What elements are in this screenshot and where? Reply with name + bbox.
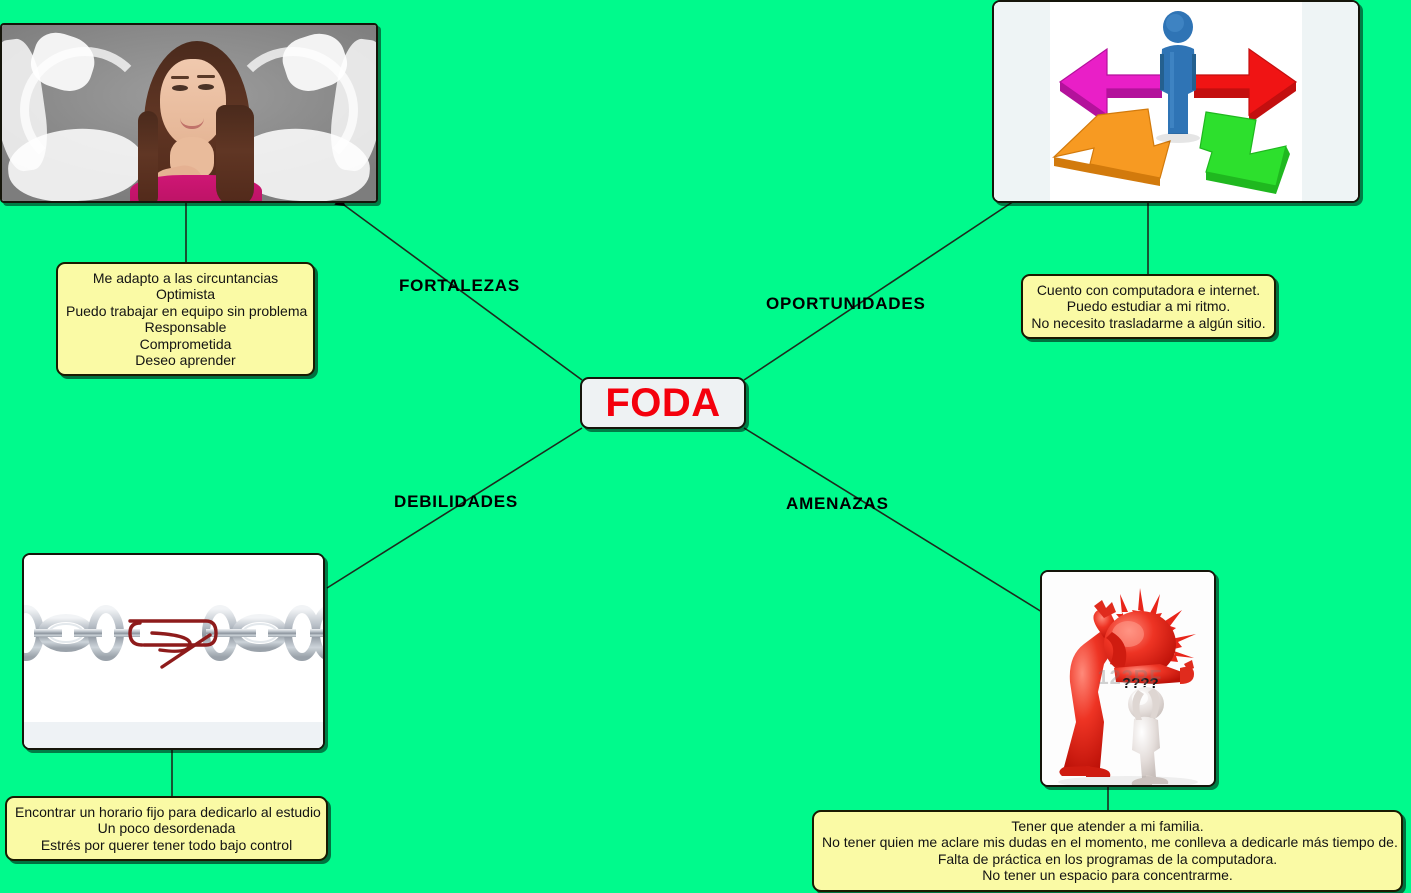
image-fortalezas[interactable]	[0, 23, 378, 203]
note-line: Puedo estudiar a mi ritmo.	[1066, 298, 1231, 315]
chain-weak-link-paperclip-image	[24, 555, 323, 748]
note-line: Falta de práctica en los programas de la…	[937, 850, 1278, 867]
note-line: Puedo trabajar en equipo sin problema	[66, 302, 308, 319]
note-debilidades: Encontrar un horario fijo para dedicarlo…	[5, 796, 328, 862]
note-line: Cuento con computadora e internet.	[1036, 282, 1261, 298]
center-node-foda[interactable]: FODA	[580, 377, 746, 429]
image-oportunidades[interactable]	[992, 0, 1360, 203]
note-line: No necesito trasladarme a algún sitio.	[1031, 314, 1266, 331]
connector-amenazas	[743, 427, 1043, 613]
note-oportunidades: Cuento con computadora e internet. Puedo…	[1021, 274, 1276, 340]
red-figure-threatening-white-figure-image: ???? 123RF	[1042, 572, 1214, 785]
note-line: Tener que atender a mi familia.	[1011, 818, 1204, 834]
image-amenazas[interactable]: ???? 123RF	[1040, 570, 1216, 787]
note-line: Estrés por querer tener todo bajo contro…	[40, 836, 293, 853]
note-line: Un poco desordenada	[97, 820, 236, 837]
note-line: No tener quien me aclare mis dudas en el…	[822, 834, 1398, 851]
note-line: Encontrar un horario fijo para dedicarlo…	[15, 804, 321, 820]
image-debilidades[interactable]	[22, 553, 325, 750]
branch-label-debilidades: DEBILIDADES	[394, 492, 519, 511]
branch-label-amenazas: AMENAZAS	[786, 494, 889, 513]
woman-flexing-chalk-arms-photo	[2, 25, 376, 201]
note-line: Deseo aprender	[135, 352, 236, 369]
center-node-label: FODA	[605, 381, 721, 425]
note-fortalezas: Me adapto a las circuntancias Optimista …	[56, 262, 315, 377]
note-line: Responsable	[144, 319, 227, 336]
branch-label-oportunidades: OPORTUNIDADES	[766, 294, 926, 313]
note-line: Me adapto a las circuntancias	[92, 270, 279, 286]
note-line: Optimista	[155, 286, 216, 303]
figure-with-four-direction-arrows-image	[994, 2, 1358, 201]
connector-oportunidades	[743, 191, 1024, 381]
branch-label-fortalezas: FORTALEZAS	[399, 276, 521, 295]
note-line: No tener un espacio para concentrarme.	[982, 867, 1233, 884]
note-amenazas: Tener que atender a mi familia. No tener…	[812, 810, 1403, 892]
note-line: Comprometida	[139, 335, 232, 352]
